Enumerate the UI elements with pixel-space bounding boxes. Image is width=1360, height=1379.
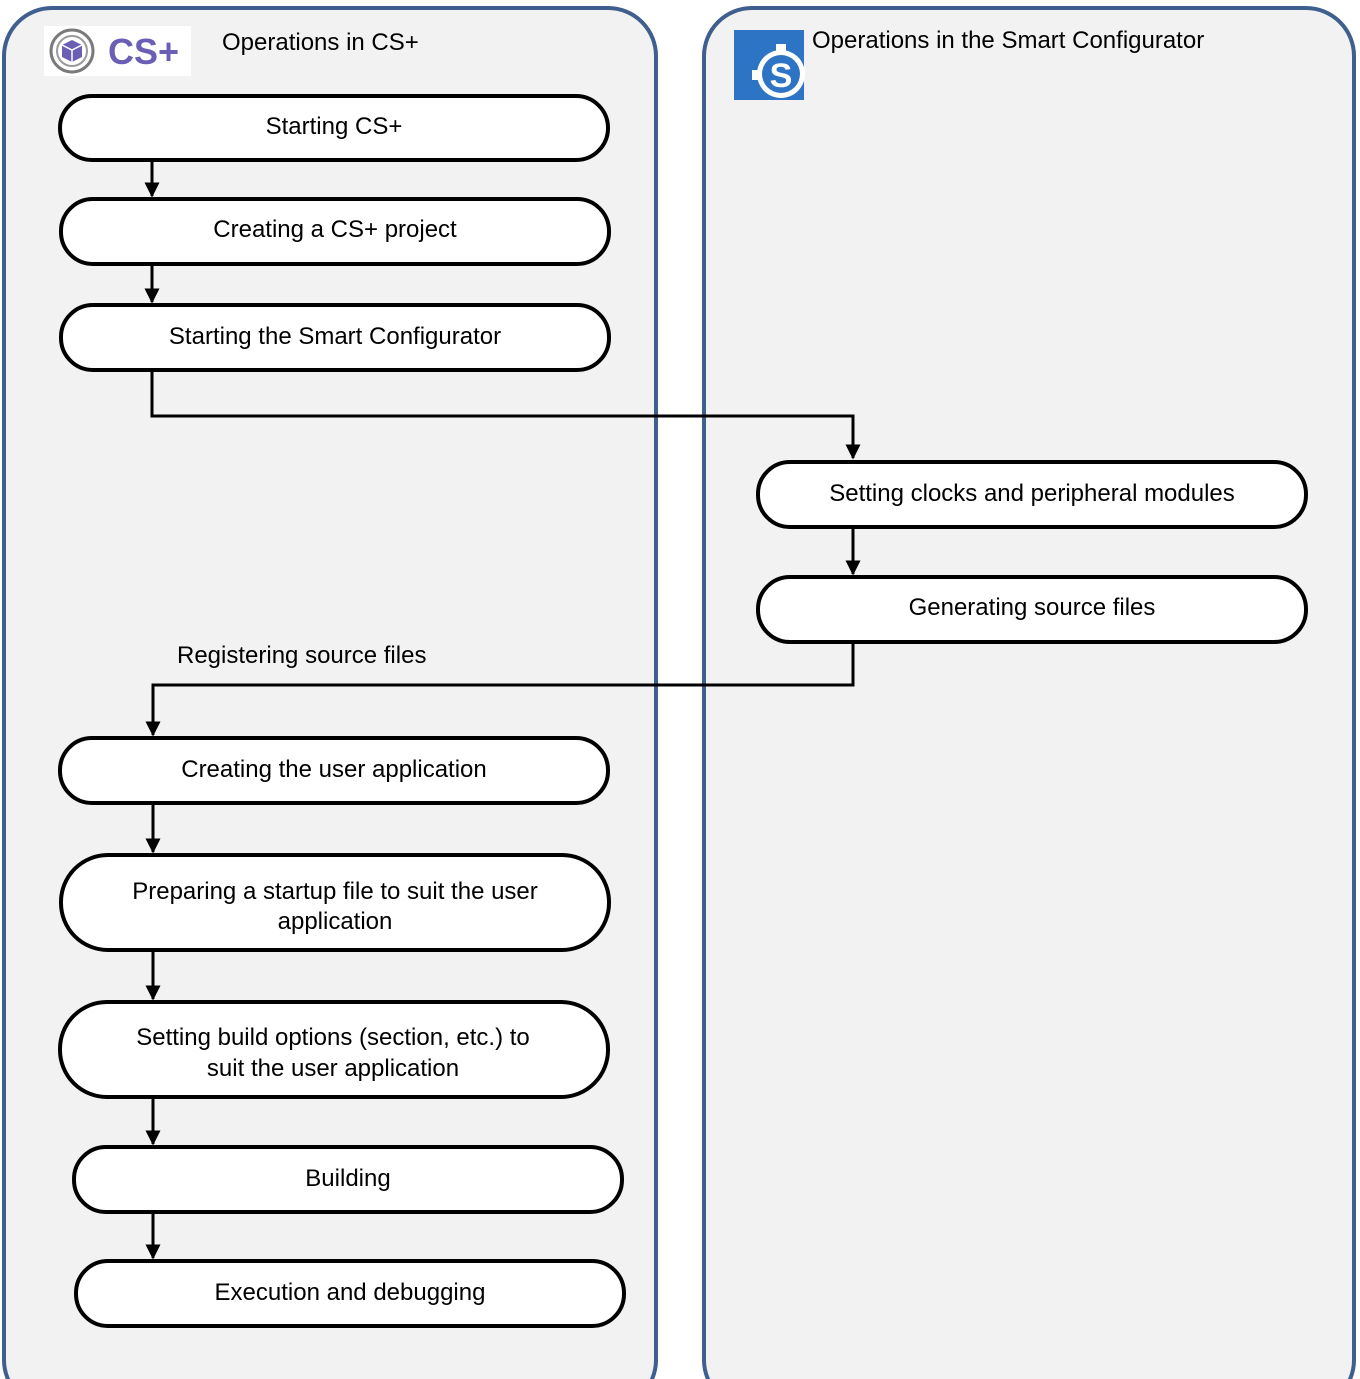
step-box xyxy=(756,460,1308,529)
step-box xyxy=(58,736,610,805)
lane-title-cs-plus: Operations in CS+ xyxy=(222,29,419,56)
step-generating-source-files: Generating source files xyxy=(756,575,1308,644)
step-creating-project: Creating a CS+ project xyxy=(59,197,611,266)
step-label-line-1: Preparing a startup file to suit the use… xyxy=(132,878,538,905)
connectors xyxy=(144,160,861,1260)
step-label: Generating source files xyxy=(909,594,1156,621)
step-starting-smart-configurator: Starting the Smart Configurator xyxy=(59,303,611,372)
step-label: Building xyxy=(305,1165,390,1192)
step-label-line-2: suit the user application xyxy=(207,1055,459,1082)
cs-plus-cube-icon xyxy=(49,28,95,74)
edge-label-registering: Registering source files xyxy=(177,642,426,669)
step-preparing-startup-file: Preparing a startup file to suit the use… xyxy=(59,853,611,952)
step-building: Building xyxy=(72,1145,624,1214)
step-box xyxy=(72,1145,624,1214)
step-label: Starting the Smart Configurator xyxy=(169,323,501,350)
step-box xyxy=(59,853,611,952)
step-label-line-1: Setting build options (section, etc.) to xyxy=(136,1024,530,1051)
step-label: Execution and debugging xyxy=(215,1279,486,1306)
step-execution-debugging: Execution and debugging xyxy=(74,1259,626,1328)
smart-configurator-gear-s-icon: S xyxy=(752,44,805,98)
lane-smart-configurator xyxy=(702,6,1356,1379)
step-label: Creating the user application xyxy=(181,756,487,783)
step-box xyxy=(74,1259,626,1328)
step-box xyxy=(58,94,610,162)
step-label: Setting clocks and peripheral modules xyxy=(829,480,1235,507)
step-box xyxy=(58,1000,610,1099)
step-creating-user-application: Creating the user application xyxy=(58,736,610,805)
cs-plus-logo: CS+ xyxy=(44,26,191,76)
step-setting-build-options: Setting build options (section, etc.) to… xyxy=(58,1000,610,1099)
smart-configurator-logo: S xyxy=(734,30,805,100)
step-setting-clocks: Setting clocks and peripheral modules xyxy=(756,460,1308,529)
step-box xyxy=(59,303,611,372)
arrow-generate-to-userapp xyxy=(145,642,855,737)
step-starting-cs-plus: Starting CS+ xyxy=(58,94,610,162)
step-box xyxy=(59,197,611,266)
smart-configurator-logo-letter: S xyxy=(770,57,793,95)
step-label: Creating a CS+ project xyxy=(213,216,457,243)
lane-title-smart-configurator: Operations in the Smart Configurator xyxy=(812,27,1204,54)
arrow-sc-to-clocks xyxy=(150,370,861,460)
step-box xyxy=(756,575,1308,644)
step-label-line-2: application xyxy=(278,908,393,935)
step-label: Starting CS+ xyxy=(266,113,403,140)
cs-plus-logo-text: CS+ xyxy=(108,31,179,72)
